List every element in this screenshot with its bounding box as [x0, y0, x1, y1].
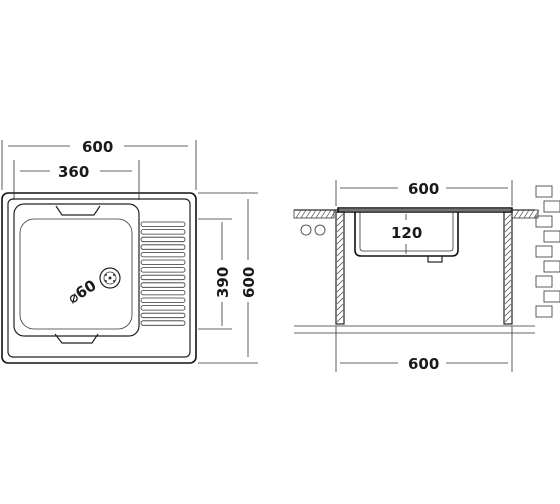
- groove: [140, 305, 186, 311]
- bowl-height-label: 120: [391, 224, 422, 242]
- groove: [140, 267, 186, 273]
- wall-bricks: [535, 185, 560, 318]
- sink-bowl-profile: [354, 212, 459, 257]
- dim-bowl-depth: 390: [198, 218, 232, 330]
- drain-icon: [99, 267, 121, 289]
- bowl-depth-label: 390: [214, 267, 232, 298]
- drainboard-grooves: [140, 221, 186, 326]
- dim-side-bottom-width: 600: [335, 326, 513, 373]
- dim-bowl-height: 120: [391, 214, 422, 254]
- groove: [140, 289, 186, 296]
- dim-bowl-width: 360: [13, 160, 140, 200]
- overall-depth-label: 600: [240, 267, 258, 298]
- dim-overall-width: 600: [1, 138, 197, 190]
- pipe-fitting-icon: [314, 224, 326, 236]
- dim-overall-depth: 600: [198, 192, 258, 364]
- drain-outlet: [427, 255, 443, 263]
- sink-outer-frame: [1, 192, 197, 364]
- side-top-width-label: 600: [408, 180, 439, 198]
- groove: [140, 320, 186, 326]
- side-bottom-width-label: 600: [408, 355, 439, 373]
- drain-diameter-label: ⌀60: [65, 276, 100, 307]
- groove: [140, 229, 186, 235]
- sink-bowl-outline: [13, 203, 140, 337]
- groove: [140, 236, 186, 243]
- groove: [140, 274, 186, 281]
- groove: [140, 282, 186, 288]
- groove: [140, 297, 186, 303]
- groove: [140, 251, 186, 258]
- top-view: ⌀60 600 360 390: [1, 138, 258, 364]
- groove: [140, 221, 186, 227]
- bowl-width-label: 360: [58, 163, 89, 181]
- dim-side-top-width: 600: [335, 180, 513, 206]
- pipe-fitting-icon: [300, 224, 312, 236]
- groove: [140, 244, 186, 250]
- overall-width-label: 600: [82, 138, 113, 156]
- side-view: 600 120 600: [293, 180, 560, 373]
- groove: [140, 259, 186, 265]
- groove: [140, 312, 186, 319]
